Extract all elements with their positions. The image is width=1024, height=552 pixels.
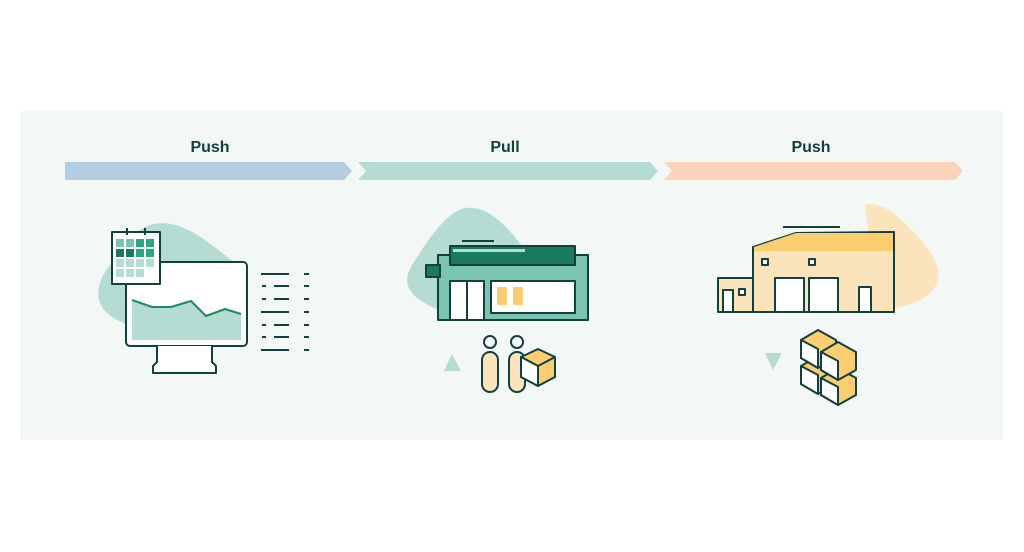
stage-arrow-3 bbox=[664, 162, 963, 180]
stage-label-push-1: Push bbox=[190, 139, 230, 156]
stage-label-push-2: Push bbox=[791, 139, 831, 156]
decrease-triangle-icon bbox=[765, 353, 782, 370]
increase-triangle-icon bbox=[444, 354, 461, 371]
warehouse-icon bbox=[717, 204, 939, 313]
inventory-boxes-icon bbox=[800, 329, 857, 406]
forecast-monitor-icon bbox=[98, 223, 309, 374]
stage-label-pull: Pull bbox=[490, 139, 520, 156]
stage-arrow-1 bbox=[65, 162, 352, 180]
stage-arrow-2 bbox=[358, 162, 658, 180]
customers-icon bbox=[481, 335, 556, 393]
retail-store-icon bbox=[407, 207, 589, 321]
